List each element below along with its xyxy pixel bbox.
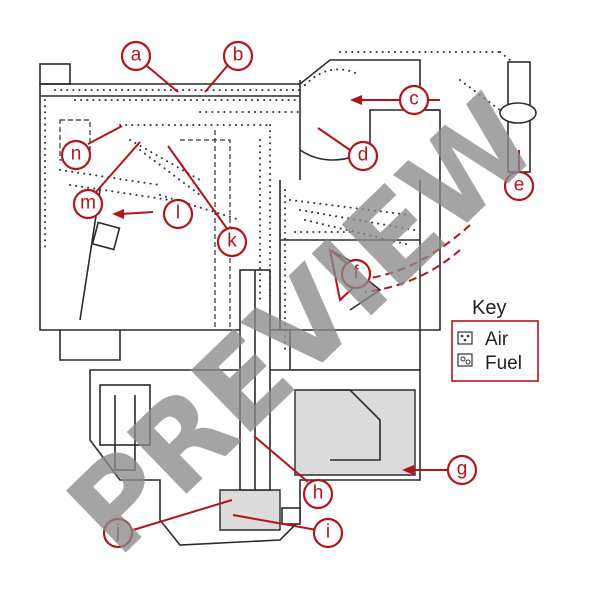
callout-c: c [398,84,430,116]
carburetor-body [39,59,537,546]
key-title: Key [472,297,506,319]
callout-n-label: n [71,144,82,165]
callout-k: k [216,226,248,258]
callout-j-label: j [115,522,120,543]
callout-n: n [60,139,92,171]
callout-f: f [340,258,372,290]
callout-l: l [162,198,194,230]
callout-a: a [120,40,152,72]
fuel-pattern-icon [457,353,473,367]
key-fuel-label: Fuel [485,353,522,374]
callout-i: i [312,517,344,549]
callout-j: j [102,517,134,549]
callout-g: g [446,454,478,486]
air-pattern-icon [457,331,473,345]
callout-e-label: e [514,175,525,196]
callout-leaders [87,64,520,531]
callout-h: h [302,478,334,510]
callout-i-label: i [326,522,330,543]
legend-key: Key Air Fuel [451,297,539,382]
callout-m-label: m [80,193,96,214]
callout-g-label: g [457,459,468,480]
key-air-label: Air [485,329,509,350]
callout-h-label: h [313,483,324,504]
callout-b-label: b [233,45,244,66]
callout-f-label: f [353,263,359,284]
callout-l-label: l [176,203,180,224]
callout-e: e [503,170,535,202]
callout-k-label: k [227,231,237,252]
callout-d: d [347,140,379,172]
callout-d-label: d [358,145,369,166]
callout-b: b [222,40,254,72]
air-flow-paths [44,51,511,351]
callout-a-label: a [131,45,142,66]
callout-c-label: c [409,89,419,110]
callout-m: m [72,188,104,220]
